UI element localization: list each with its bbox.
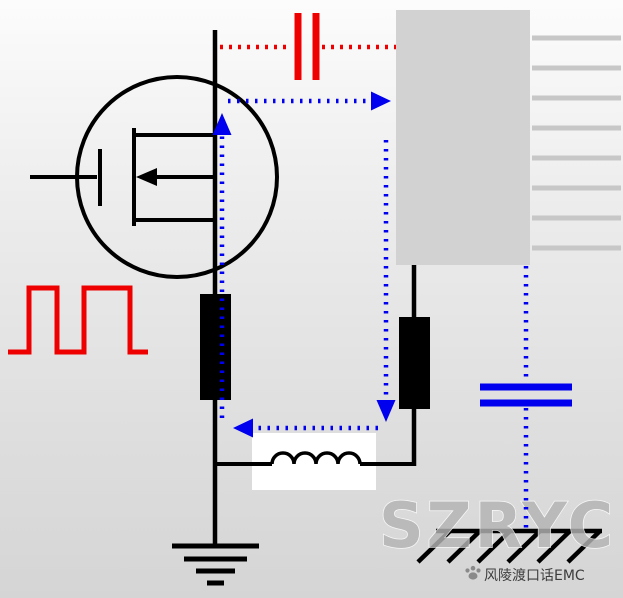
arrowhead-down-icon [376,400,396,422]
current-loop-lines [219,98,389,431]
paw-icon [465,565,481,580]
current-loop-arrowheads [212,91,396,438]
caption: 风陵渡口话EMC [465,565,585,584]
hatch-line [506,529,542,564]
output-capacitor [480,266,572,529]
earth-ground-icon [172,543,259,586]
hatch-line [476,529,512,564]
arrowhead-left-icon [233,418,253,438]
ic-chip [396,10,621,265]
paw-toe [465,568,470,573]
arrowhead-right-icon [371,91,391,111]
paw-toe [470,565,476,571]
red-network [8,13,396,355]
hatch-line [446,529,482,564]
gate-square-wave [8,285,148,355]
chassis-ground-icon [416,528,602,564]
mosfet-arrow-icon [136,168,157,186]
hatch-line [416,529,452,564]
watermark-text: SZRYC [379,489,616,562]
hatch-line [536,529,572,564]
resistor-1 [200,294,231,400]
arrowhead-up-icon [212,113,232,135]
ic-pins [532,35,621,251]
hatch-line [566,529,602,564]
wires [212,30,417,546]
ic-body [396,10,530,265]
inductor-coil-icon [270,451,362,465]
resistor-2 [399,317,430,409]
caption-text: 风陵渡口话EMC [484,568,585,584]
paw-pad [468,572,478,580]
paw-toe [476,568,481,573]
inductor [215,433,414,490]
mosfet [30,75,279,279]
